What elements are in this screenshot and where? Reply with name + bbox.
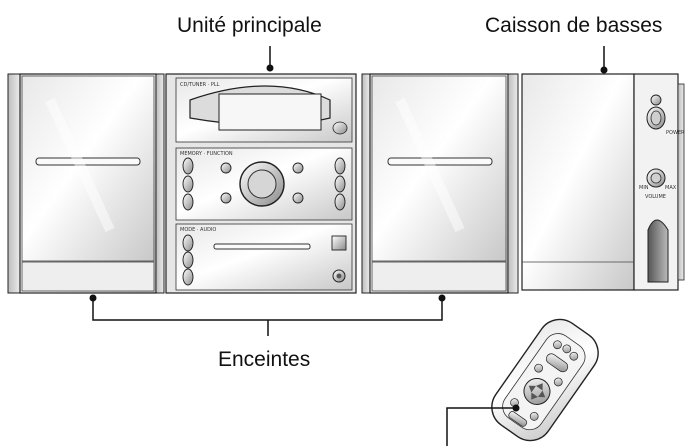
min-text: MIN [639, 185, 649, 191]
max-text: MAX [665, 185, 677, 191]
subwoofer-label: Caisson de basses [485, 14, 663, 37]
main-unit: CD/TUNER · PLL MEMORY · FUNCTION MODE · … [165, 73, 357, 294]
svg-text:CD/TUNER · PLL: CD/TUNER · PLL [180, 82, 220, 88]
speakers-label: Enceintes [218, 348, 311, 371]
svg-text:MEMORY · FUNCTION: MEMORY · FUNCTION [180, 151, 233, 157]
left-speaker [7, 73, 165, 294]
speakers-bracket [89, 294, 446, 336]
main-unit-label: Unité principale [177, 14, 322, 37]
svg-text:MODE · AUDIO: MODE · AUDIO [180, 227, 216, 233]
main-unit-leader [266, 46, 274, 72]
right-speaker [361, 73, 519, 294]
volume-text: VOLUME [645, 194, 666, 200]
remote-leader [446, 404, 520, 446]
remote-control [491, 318, 599, 442]
power-text: POWER [666, 130, 685, 136]
subwoofer-leader [600, 46, 608, 74]
subwoofer: POWER MIN MAX VOLUME [521, 73, 685, 291]
